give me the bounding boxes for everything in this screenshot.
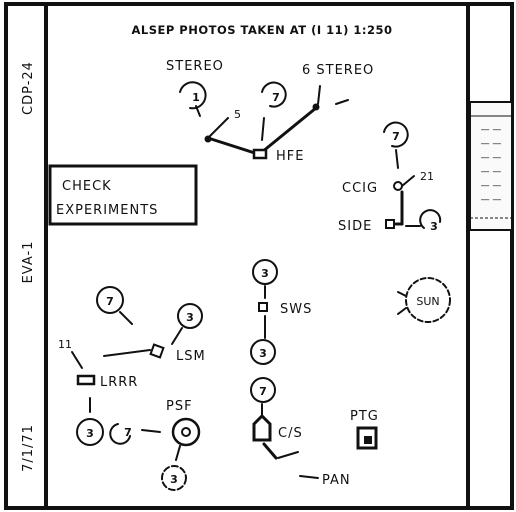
svg-text:7: 7 [106,295,114,308]
right-strip-line: — — [481,195,502,205]
callout-7-psf: 7 [109,423,132,445]
svg-text:3: 3 [261,267,269,280]
svg-text:7: 7 [259,385,267,398]
cs-label: C/S [278,426,303,441]
right-strip-line: — — [481,181,502,191]
callout-3-sws-top: 3 [252,259,278,285]
psf-marker [171,417,201,447]
svg-text:3: 3 [430,220,438,233]
callout-3-sws-mid: 3 [250,339,276,365]
svg-text:1: 1 [192,91,200,104]
check-line1: CHECK [62,179,112,194]
check-experiments-box: CHECK EXPERIMENTS [48,164,198,226]
right-strip-line: — — [481,167,502,177]
cs-marker [252,413,272,442]
page-title: ALSEP PHOTOS TAKEN AT (I 11) 1:250 [131,23,392,37]
sidebar-eva: EVA-1 [21,241,36,284]
lsm-label: LSM [176,349,206,364]
callout-7-lsm: 7 [96,286,124,314]
sws-label: SWS [280,302,312,317]
ccig-label: CCIG [342,181,378,196]
side-label: SIDE [338,219,372,234]
right-strip-line: — — [481,153,502,163]
psf-label: PSF [166,399,193,414]
side-marker [385,219,395,229]
callout-5: 5 [234,108,241,121]
callout-3-psf: 3 [161,465,187,491]
callout-3-lsm: 3 [177,303,203,329]
callout-7-sws-low: 7 [250,377,276,403]
svg-text:7: 7 [272,91,280,104]
callout-3-lrrr: 3 [76,418,104,446]
ccig-marker [393,181,403,191]
hfe-marker [252,148,268,160]
sidebar-date: 7/1/71 [21,424,36,472]
callout-11: 11 [58,338,72,351]
ptg-label: PTG [350,409,379,424]
callout-1: 1 [179,81,207,110]
lrrr-label: LRRR [100,375,138,390]
svg-text:7: 7 [124,426,132,439]
stereo-right-label: 6 STEREO [302,63,374,78]
right-strip-line: — — [481,125,502,135]
callout-21: 21 [420,170,434,183]
check-line2: EXPERIMENTS [56,203,158,218]
hfe-label: HFE [276,149,304,164]
sun-marker: SUN [397,277,451,323]
right-strip-panel: — — — — — — — — — — — — [469,101,513,231]
svg-text:7: 7 [392,130,400,143]
svg-text:SUN: SUN [416,295,439,308]
stereo-left-label: STEREO [166,59,224,74]
callout-7-top: 7 [261,81,287,108]
lrrr-marker [76,374,96,386]
sidebar-code: CDP-24 [21,61,36,115]
svg-text:3: 3 [86,427,94,440]
callout-3-side: 3 [419,209,442,233]
svg-text:3: 3 [170,473,178,486]
lsm-marker [149,343,165,359]
svg-text:3: 3 [259,347,267,360]
right-strip-line: — — [481,139,502,149]
callout-7-ccig: 7 [383,121,409,148]
sws-marker [258,302,268,312]
pan-label: PAN [322,473,351,488]
svg-text:3: 3 [186,311,194,324]
outer-frame [4,2,514,510]
